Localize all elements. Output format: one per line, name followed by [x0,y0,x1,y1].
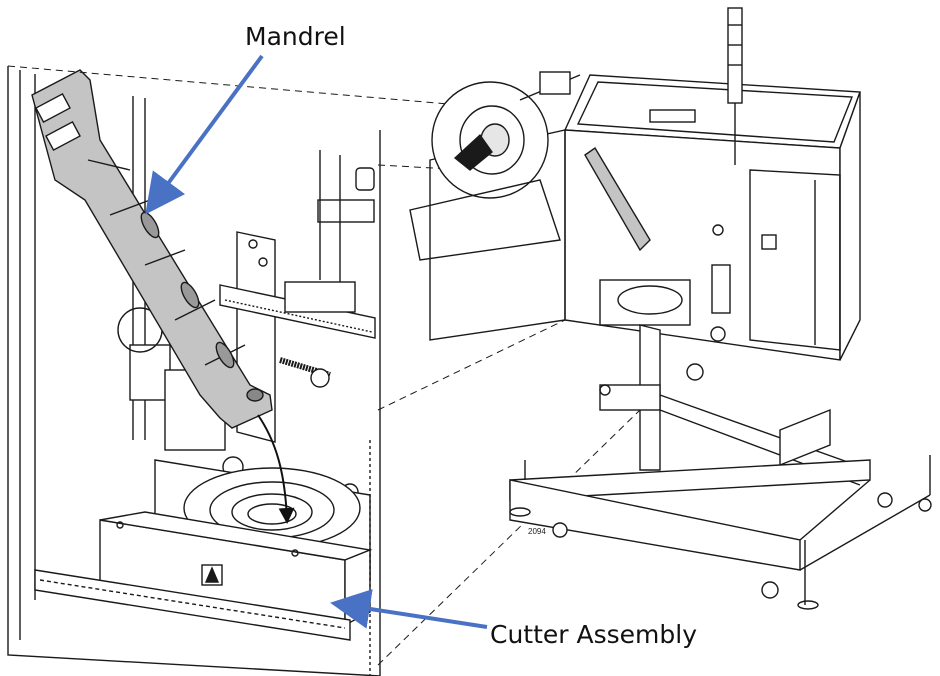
figure-number: 2094 [528,527,546,536]
mandrel-part [31,69,273,429]
cutter-assembly-label: Cutter Assembly [490,620,698,649]
full-machine [409,7,932,610]
detail-view [7,66,381,676]
mandrel-callout-arrow [145,54,264,215]
mandrel-label: Mandrel [245,22,346,51]
cutter-callout-arrow [330,589,488,629]
